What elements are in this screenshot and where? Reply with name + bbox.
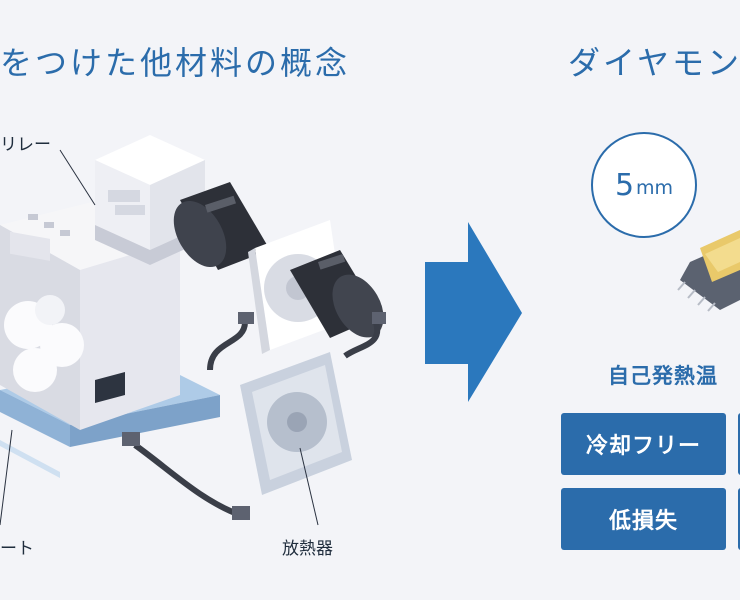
size-badge: 5 mm — [591, 132, 697, 238]
radiator-label: 放熱器 — [282, 539, 333, 559]
capacitor-1 — [173, 182, 270, 270]
left-title: をつけた他材料の概念 — [0, 44, 351, 82]
coolant-tubes — [133, 318, 381, 518]
self-heating-heading: 自己発熱温 — [608, 364, 718, 388]
right-title: ダイヤモン — [568, 44, 740, 82]
fitting — [232, 506, 250, 520]
relay-label: リレー — [0, 135, 51, 155]
feature-stub — [738, 413, 740, 475]
feature-stub — [738, 488, 740, 550]
fitting — [122, 432, 140, 446]
sheet-label: ート — [0, 539, 34, 559]
fitting — [238, 312, 254, 324]
fitting — [372, 312, 386, 324]
diamond-chip — [677, 230, 740, 312]
relay-leader-line — [59, 149, 96, 206]
size-number: 5 — [614, 167, 635, 203]
feature-cooling-free: 冷却フリー — [561, 413, 726, 475]
capacitor-2 — [290, 250, 384, 338]
size-unit: mm — [636, 177, 674, 199]
radiator-leader-line — [299, 447, 319, 526]
sheet-leader-line — [0, 429, 13, 526]
right-arrow-icon — [425, 222, 522, 402]
radiator — [240, 352, 352, 495]
feature-low-loss: 低損失 — [561, 488, 726, 550]
